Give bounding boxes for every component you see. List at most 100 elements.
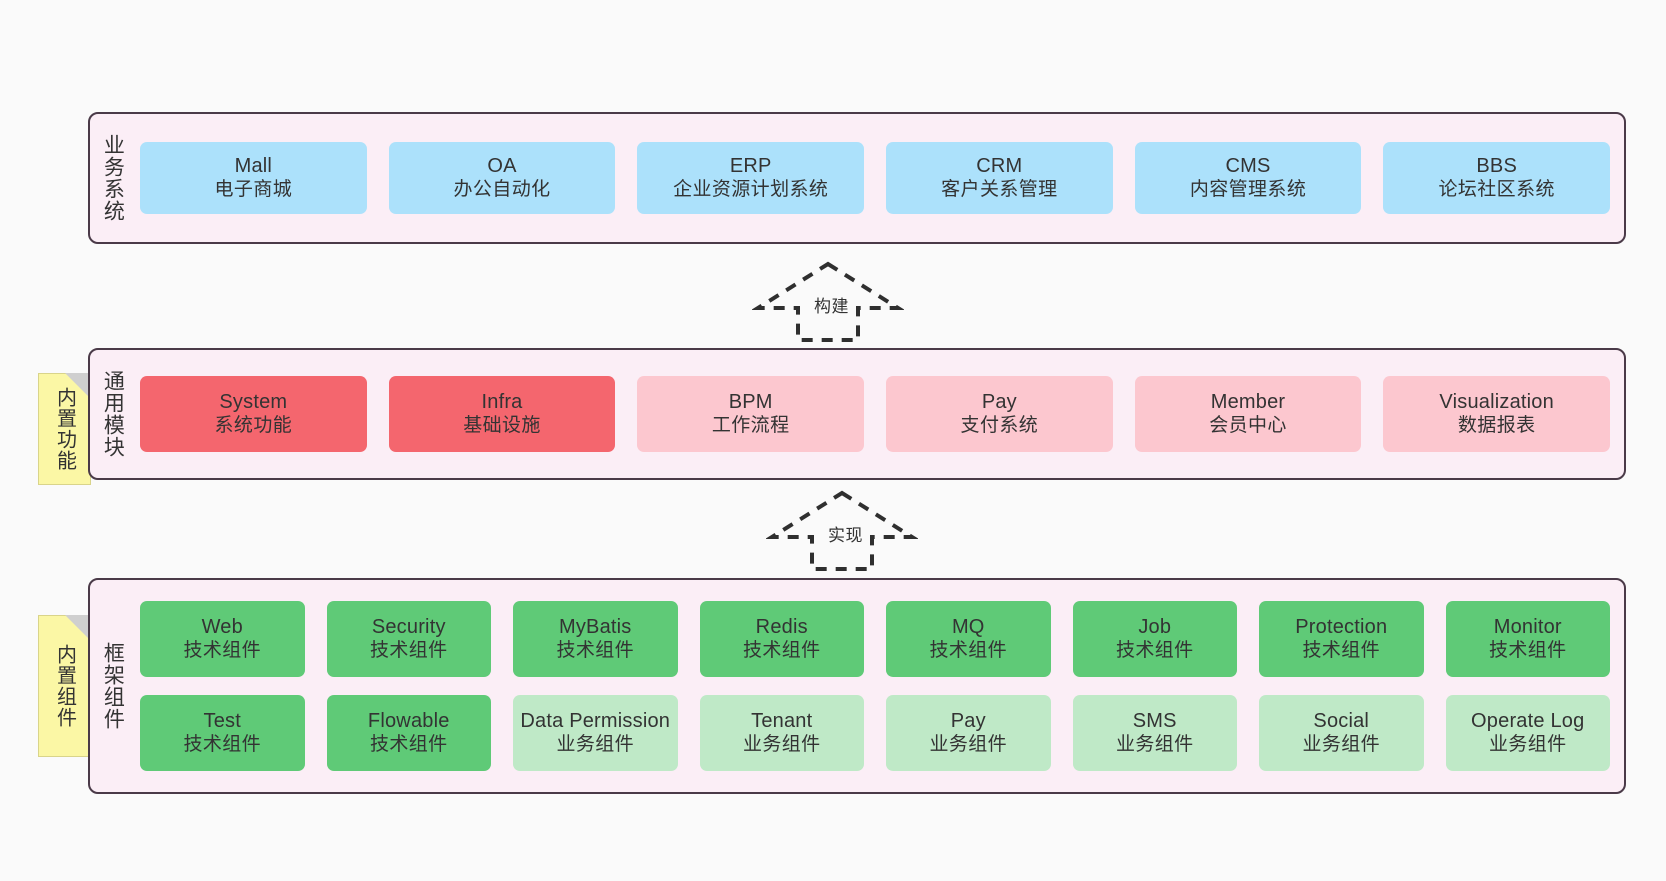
module-card-subtitle: 数据报表 (1457, 415, 1536, 437)
module-card-subtitle: 业务组件 (929, 734, 1008, 756)
module-card-title: Web (201, 616, 243, 639)
module-card-title: CRM (976, 155, 1023, 178)
module-card-title: Protection (1295, 616, 1388, 639)
module-card-title: Security (371, 616, 446, 639)
module-card-subtitle: 业务组件 (742, 734, 821, 756)
module-card-title: Monitor (1493, 616, 1562, 639)
module-card-title: Flowable (367, 710, 450, 733)
module-card-subtitle: 业务组件 (1115, 734, 1194, 756)
module-card-title: Social (1313, 710, 1370, 733)
module-card-title: Pay (950, 710, 986, 733)
module-card-subtitle: 业务组件 (1488, 734, 1567, 756)
module-card-title: OA (487, 155, 517, 178)
module-card-title: Member (1210, 391, 1286, 414)
module-card-title: BBS (1476, 155, 1517, 178)
module-card-subtitle: 论坛社区系统 (1438, 179, 1555, 201)
module-card-title: Infra (481, 391, 523, 414)
business-systems-label: 业务系统 (101, 134, 125, 222)
module-card-subtitle: 工作流程 (711, 415, 790, 437)
module-card-title: Test (203, 710, 241, 733)
module-card-title: MyBatis (558, 616, 632, 639)
implement-arrow-glyph (765, 490, 919, 571)
module-card-subtitle: 业务组件 (1302, 734, 1381, 756)
module-card-title: Data Permission (520, 710, 671, 733)
module-card-title: Job (1138, 616, 1172, 639)
module-card-subtitle: 技术组件 (1115, 640, 1194, 662)
module-card-subtitle: 技术组件 (929, 640, 1008, 662)
sticky-note-builtin-components: 内置组件 (38, 615, 91, 757)
module-card-subtitle: 客户关系管理 (941, 179, 1058, 201)
module-card-subtitle: 基础设施 (463, 415, 541, 437)
module-card-subtitle: 电子商城 (214, 179, 293, 201)
module-card-title: ERP (729, 155, 772, 178)
implement-generalization-arrow: 实现 (765, 487, 919, 571)
module-card-title: CMS (1225, 155, 1271, 178)
module-card-subtitle: 企业资源计划系统 (673, 179, 829, 201)
module-card-title: SMS (1132, 710, 1177, 733)
module-card-subtitle: 技术组件 (183, 640, 262, 662)
module-card-title: Redis (755, 616, 808, 639)
module-card-subtitle: 技术组件 (183, 734, 262, 756)
module-card-subtitle: 技术组件 (369, 640, 448, 662)
module-card-subtitle: 技术组件 (556, 640, 635, 662)
module-card-subtitle: 系统功能 (214, 415, 293, 437)
framework-components-label: 框架组件 (101, 642, 125, 730)
module-card-title: Tenant (751, 710, 813, 733)
build-arrow-glyph (751, 261, 905, 342)
module-card-subtitle: 技术组件 (1488, 640, 1567, 662)
sticky-note-builtin-features: 内置功能 (38, 373, 91, 485)
module-card-title: BPM (728, 391, 773, 414)
module-card-subtitle: 办公自动化 (453, 179, 551, 201)
module-card-title: Mall (234, 155, 273, 178)
module-card-subtitle: 内容管理系统 (1189, 179, 1307, 201)
module-card-subtitle: 技术组件 (1302, 640, 1381, 662)
module-card-title: Pay (981, 391, 1017, 414)
module-card-title: System (219, 391, 288, 414)
module-card-subtitle: 业务组件 (556, 734, 635, 756)
module-card-title: Visualization (1439, 391, 1554, 414)
module-card-subtitle: 会员中心 (1209, 415, 1287, 437)
module-card-subtitle: 技术组件 (369, 734, 448, 756)
module-card-subtitle: 支付系统 (960, 415, 1039, 437)
build-arrow-label: 构建 (814, 297, 849, 316)
module-card-title: MQ (951, 616, 985, 639)
module-card-subtitle: 技术组件 (742, 640, 821, 662)
implement-arrow-label: 实现 (828, 526, 863, 545)
